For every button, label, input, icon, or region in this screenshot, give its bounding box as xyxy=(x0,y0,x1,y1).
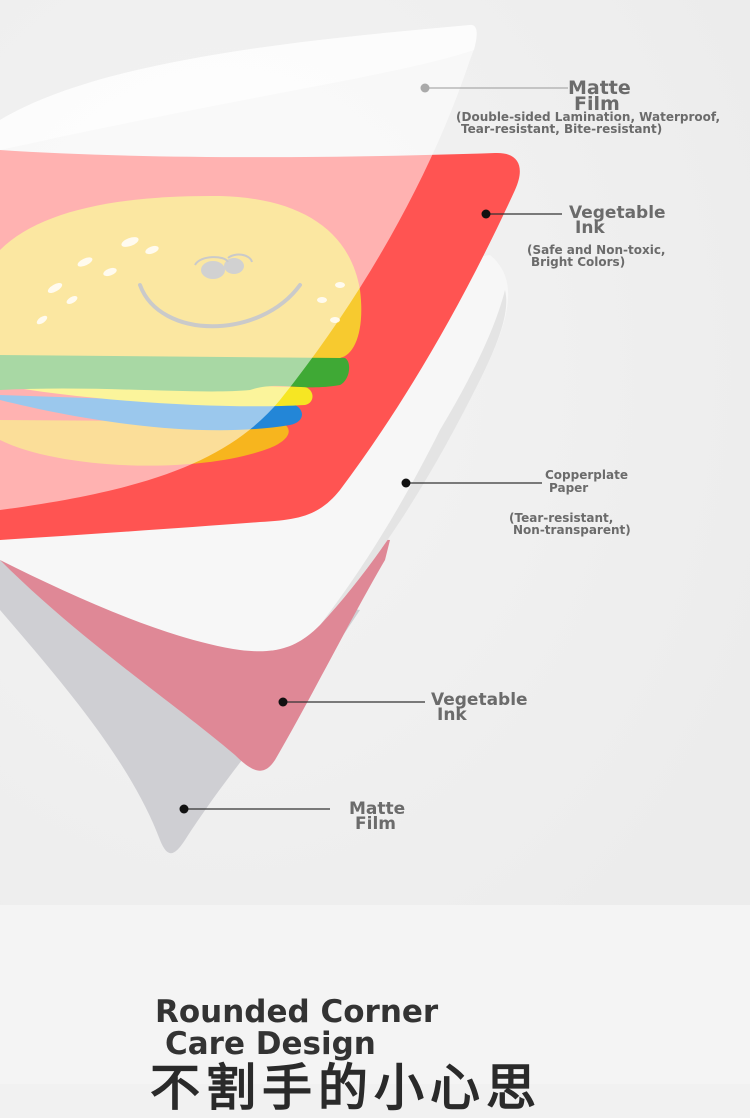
layer-title-matte-film-bottom: Matte Film xyxy=(349,799,406,834)
layer-title-vegetable-ink-2: Vegetable Ink xyxy=(431,690,528,725)
layer-title-vegetable-ink-1: Vegetable Ink xyxy=(569,203,666,238)
top-matte-film-sheet xyxy=(0,24,477,511)
section-heading-cn: 不割手的小心思 xyxy=(150,1059,542,1117)
layer-desc-matte-film-top: (Double-sided Lamination, Waterproof, Te… xyxy=(456,110,720,136)
layer-desc-copperplate-paper: (Tear-resistant, Non-transparent) xyxy=(509,511,631,537)
layer-desc-vegetable-ink-1: (Safe and Non-toxic, Bright Colors) xyxy=(527,243,666,269)
section-heading: Rounded Corner Care Design xyxy=(155,994,439,1062)
layer-illustration xyxy=(0,0,750,920)
layer-title-matte-film-top: Matte Film xyxy=(568,77,631,115)
layer-title-copperplate-paper: Copperplate Paper xyxy=(545,468,628,495)
bottom-section xyxy=(0,905,750,1084)
